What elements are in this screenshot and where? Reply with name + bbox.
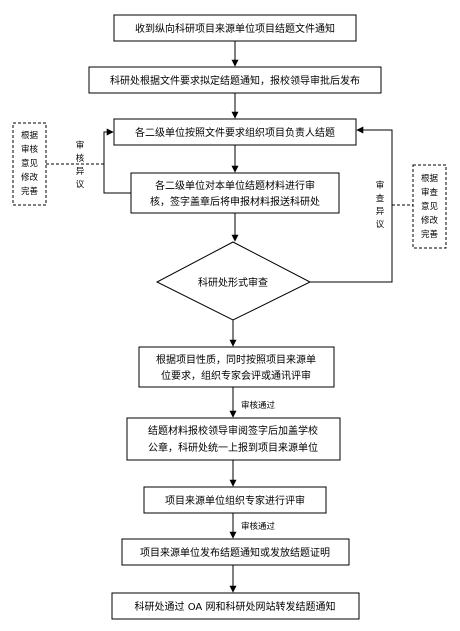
step-organize-conclusion-text: 各二级单位按照文件要求组织项目负责人结题 <box>135 126 335 139</box>
svg-text:完善: 完善 <box>421 229 439 240</box>
note-right-revise: 根据 审查 意见 修改 完善 <box>412 164 447 249</box>
step-unit-review-text-2: 核，签字盖章后将申报材料报送科研处 <box>150 195 320 208</box>
svg-text:异: 异 <box>376 207 385 217</box>
step-expert-review-text-2: 位要求，组织专家会评或通讯评审 <box>161 369 311 382</box>
step-draft-notice-text: 科研处根据文件要求拟定结题通知，报校领导审批后发布 <box>110 74 360 87</box>
label-objection-right: 审 查 异 议 <box>376 180 385 230</box>
svg-text:根据: 根据 <box>21 130 39 141</box>
loop-left-objection <box>103 128 131 194</box>
loop-right-objection <box>310 126 393 283</box>
svg-text:审查: 审查 <box>421 187 439 198</box>
label-pass-2: 审核通过 <box>241 521 276 532</box>
svg-text:查: 查 <box>376 193 385 204</box>
svg-text:核: 核 <box>76 153 85 164</box>
note-left-revise: 根据 审核 意见 修改 完善 <box>12 122 47 206</box>
svg-text:议: 议 <box>76 180 85 190</box>
svg-text:意见: 意见 <box>421 201 439 212</box>
step-leader-signature-text-1: 结题材料报校领导审阅签字后加盖学校 <box>148 424 318 437</box>
step-expert-review: 根据项目性质，同时按照项目来源单 位要求，组织专家会评或通讯评审 <box>138 346 335 388</box>
step-forward-notice-text: 科研处通过 OA 网和科研处网站转发结题通知 <box>135 600 336 613</box>
step-leader-signature: 结题材料报校领导审阅签字后加盖学校 公章，科研处统一上报到项目来源单位 <box>126 417 341 461</box>
step-expert-review-text-1: 根据项目性质，同时按照项目来源单 <box>156 353 316 366</box>
svg-text:完善: 完善 <box>21 186 39 197</box>
svg-text:异: 异 <box>76 167 85 177</box>
svg-text:审: 审 <box>76 140 85 151</box>
step-organize-conclusion: 各二级单位按照文件要求组织项目负责人结题 <box>113 118 357 146</box>
step-unit-review: 各二级单位对本单位结题材料进行审 核，签字盖章后将申报材料报送科研处 <box>130 172 340 214</box>
step-publish-notice-text: 项目来源单位发布结题通知或发放结题证明 <box>140 546 330 559</box>
svg-text:审核: 审核 <box>21 144 39 155</box>
svg-text:审: 审 <box>376 180 385 191</box>
svg-text:修改: 修改 <box>21 172 39 183</box>
step-source-unit-review: 项目来源单位组织专家进行评审 <box>143 486 327 514</box>
step-publish-notice: 项目来源单位发布结题通知或发放结题证明 <box>121 538 350 566</box>
label-objection-left: 审 核 异 议 <box>76 140 85 190</box>
svg-text:意见: 意见 <box>21 158 39 169</box>
step-draft-notice: 科研处根据文件要求拟定结题通知，报校领导审批后发布 <box>88 66 382 94</box>
step-source-unit-review-text: 项目来源单位组织专家进行评审 <box>165 494 305 507</box>
step-unit-review-text-1: 各二级单位对本单位结题材料进行审 <box>155 179 315 192</box>
step-forward-notice: 科研处通过 OA 网和科研处网站转发结题通知 <box>111 592 360 620</box>
step-receive-notice: 收到纵向科研项目来源单位项目结题文件通知 <box>113 14 357 42</box>
svg-text:议: 议 <box>376 220 385 230</box>
label-pass-1: 审核通过 <box>241 400 276 411</box>
svg-text:根据: 根据 <box>421 173 439 184</box>
step-receive-notice-text: 收到纵向科研项目来源单位项目结题文件通知 <box>135 22 335 35</box>
decision-formal-review: 科研处形式审查 <box>155 241 312 321</box>
decision-formal-review-text: 科研处形式审查 <box>198 276 268 289</box>
step-leader-signature-text-2: 公章，科研处统一上报到项目来源单位 <box>148 441 318 454</box>
svg-text:修改: 修改 <box>421 215 439 226</box>
